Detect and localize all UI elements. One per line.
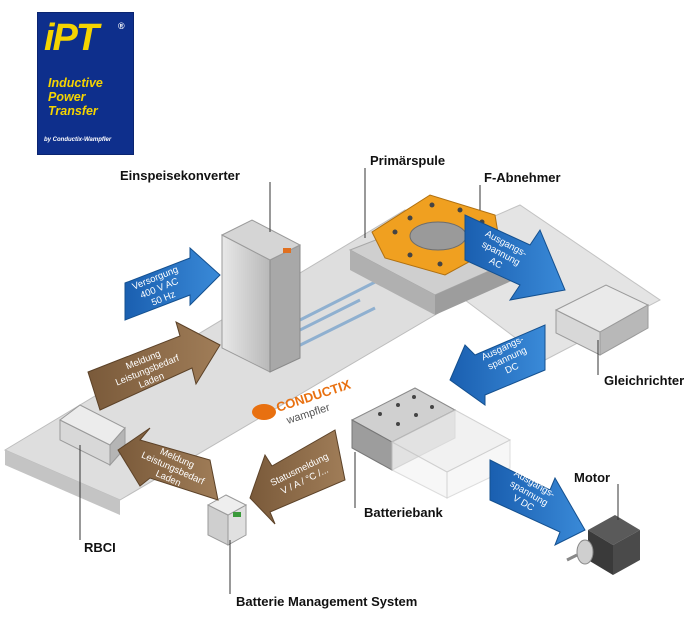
brand-icon — [252, 404, 276, 420]
ipt-logo: iPT ® Inductive Power Transfer by Conduc… — [37, 12, 134, 155]
label-bms: Batterie Management System — [236, 594, 418, 609]
arrow-ausgang-dc2: Ausgangs- spannung V DC — [489, 459, 586, 547]
label-motor: Motor — [574, 470, 611, 485]
label-f-abnehmer: F-Abnehmer — [484, 170, 561, 185]
logo-line-2: Power — [48, 90, 86, 104]
f-abnehmer-center — [409, 221, 467, 251]
leader-lines — [79, 168, 619, 594]
ipt-logo-mark: iPT — [44, 17, 99, 59]
arrow-statusmeldung: Statusmeldung V / A / °C /... — [249, 429, 346, 525]
cabinet-badge — [283, 248, 291, 253]
arrow-ausgang-dc1: Ausgangs- spannung DC — [449, 324, 546, 406]
label-einspeisekonverter: Einspeisekonverter — [120, 168, 240, 183]
logo-line-3: Transfer — [48, 104, 98, 118]
label-batteriebank: Batteriebank — [364, 505, 443, 520]
label-rbci: RBCI — [84, 540, 116, 555]
gleichrichter-box-side — [599, 304, 649, 356]
label-gleichrichter: Gleichrichter — [604, 373, 685, 388]
motor — [566, 515, 640, 575]
registered-icon: ® — [118, 21, 125, 31]
einspeisekonverter-cabinet-side — [269, 244, 301, 373]
arrow-meldung-bottom: Meldung Leistungsbedarf Laden — [117, 427, 219, 501]
label-primaerspule: Primärspule — [370, 153, 446, 168]
einspeisekonverter-cabinet-top — [220, 219, 302, 261]
batteriebank — [350, 387, 512, 499]
logo-byline: by Conductix-Wampfler — [44, 137, 112, 143]
arrow-versorgung: Versorgung 400 V AC 50 Hz — [124, 246, 221, 321]
floor-platform-front — [5, 450, 120, 515]
ausgang-dc1-line-3: DC — [503, 361, 520, 377]
primaerspule-block-front — [350, 250, 435, 315]
logo-line-1: Inductive — [48, 76, 103, 90]
bms-indicator — [233, 512, 241, 517]
